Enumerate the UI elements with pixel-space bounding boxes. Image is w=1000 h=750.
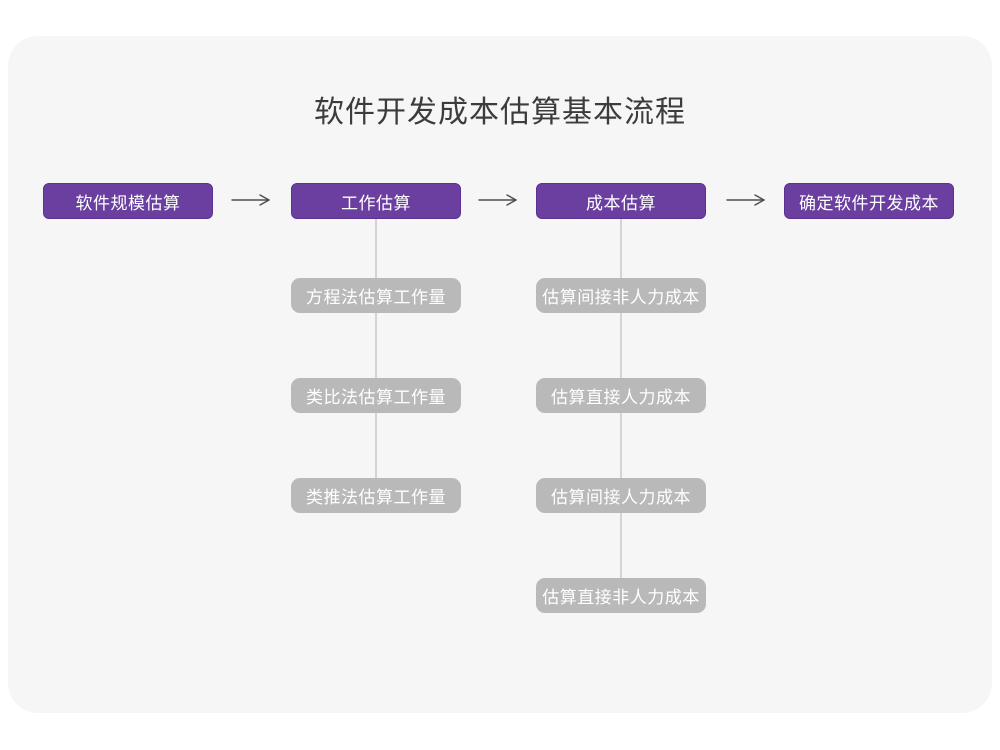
sub-step-indirect-non-labor-cost[interactable]: 估算间接非人力成本 — [536, 278, 706, 313]
arrow-right-icon — [478, 193, 518, 207]
sub-step-indirect-labor-cost[interactable]: 估算间接人力成本 — [536, 478, 706, 513]
flow-step-determine-development-cost[interactable]: 确定软件开发成本 — [784, 183, 954, 219]
flow-step-label: 软件规模估算 — [75, 193, 181, 213]
flow-step-label: 工作估算 — [341, 193, 411, 213]
sub-step-label: 类比法估算工作量 — [306, 388, 446, 407]
sub-step-label: 方程法估算工作量 — [306, 288, 446, 307]
sub-step-label: 估算间接非人力成本 — [542, 288, 700, 307]
sub-step-extrapolation-method[interactable]: 类推法估算工作量 — [291, 478, 461, 513]
flow-step-label: 确定软件开发成本 — [799, 193, 939, 213]
flow-step-software-scale-estimation[interactable]: 软件规模估算 — [43, 183, 213, 219]
sub-step-direct-labor-cost[interactable]: 估算直接人力成本 — [536, 378, 706, 413]
sub-step-analogy-method[interactable]: 类比法估算工作量 — [291, 378, 461, 413]
sub-step-label: 估算直接非人力成本 — [542, 588, 700, 607]
sub-step-direct-non-labor-cost[interactable]: 估算直接非人力成本 — [536, 578, 706, 613]
arrow-right-icon — [726, 193, 766, 207]
flow-step-label: 成本估算 — [586, 193, 656, 213]
sub-step-label: 估算间接人力成本 — [551, 488, 691, 507]
diagram-card — [8, 36, 992, 713]
sub-step-label: 估算直接人力成本 — [551, 388, 691, 407]
flow-step-cost-estimation[interactable]: 成本估算 — [536, 183, 706, 219]
diagram-title: 软件开发成本估算基本流程 — [314, 96, 686, 129]
flow-step-work-estimation[interactable]: 工作估算 — [291, 183, 461, 219]
sub-step-equation-method[interactable]: 方程法估算工作量 — [291, 278, 461, 313]
arrow-right-icon — [231, 193, 271, 207]
connector-work-estimation-line — [375, 219, 377, 480]
sub-step-label: 类推法估算工作量 — [306, 488, 446, 507]
